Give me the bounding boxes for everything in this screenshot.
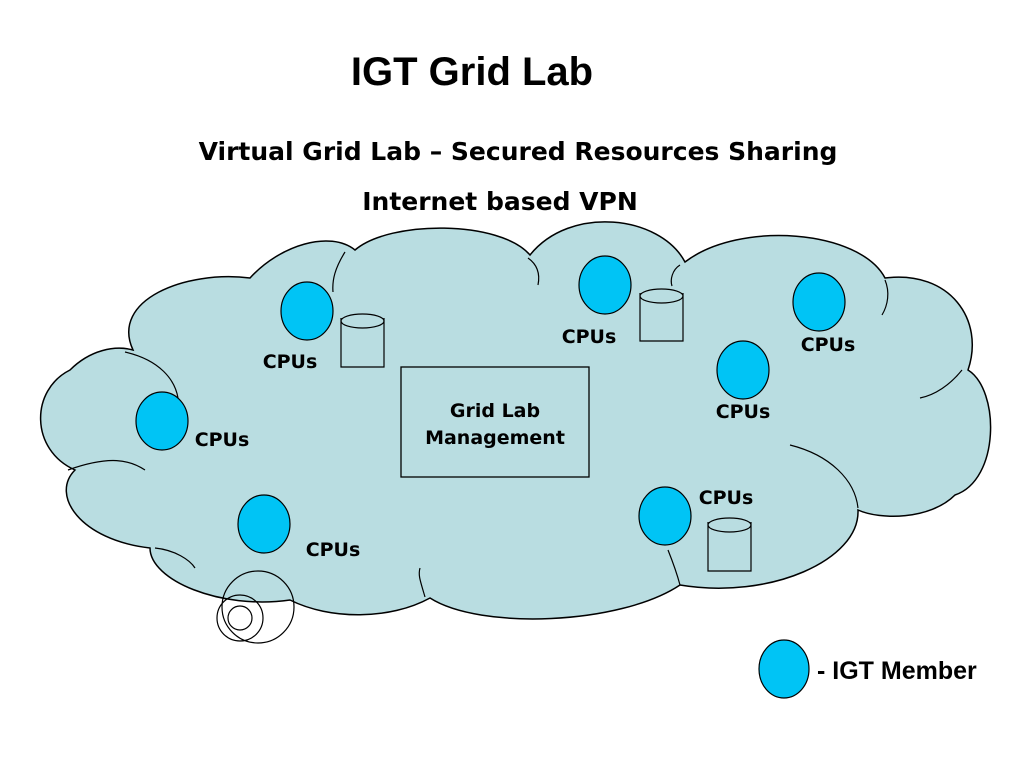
legend-member-icon [758, 639, 810, 699]
cpu-label: CPUs [801, 334, 856, 356]
cpu-node-4: CPUs [562, 255, 684, 348]
cpu-node-3: CPUs [237, 494, 361, 561]
igt-member-node [792, 272, 846, 332]
cpu-node-6: CPUs [716, 340, 771, 423]
storage-icon [340, 313, 385, 368]
legend: - IGT Member [758, 639, 977, 699]
diagram-subtitle: Virtual Grid Lab – Secured Resources Sha… [199, 137, 838, 166]
cpu-label: CPUs [716, 401, 771, 423]
cpu-label: CPUs [306, 539, 361, 561]
igt-member-node [237, 494, 291, 554]
cpu-node-7: CPUs [638, 486, 754, 572]
igt-member-node [578, 255, 632, 315]
cloud-bubbles [216, 570, 295, 644]
cpu-label: CPUs [263, 351, 318, 373]
cpu-node-1: CPUs [263, 281, 385, 373]
storage-icon [639, 288, 684, 342]
network-label: Internet based VPN [362, 187, 638, 216]
cpu-label: CPUs [195, 429, 250, 451]
grid-lab-management-box: Grid Lab Management [400, 366, 590, 478]
management-line-1: Grid Lab [450, 400, 540, 422]
igt-member-node [716, 340, 770, 400]
igt-member-node [135, 391, 189, 451]
page-title: IGT Grid Lab [351, 50, 593, 94]
cpu-node-2: CPUs [135, 391, 250, 451]
legend-label: - IGT Member [817, 657, 977, 685]
cpu-label: CPUs [562, 326, 617, 348]
management-line-2: Management [425, 427, 565, 449]
cpu-label: CPUs [699, 487, 754, 509]
storage-icon [707, 517, 752, 572]
igt-member-node [638, 486, 692, 546]
cpu-node-5: CPUs [792, 272, 856, 356]
igt-member-node [280, 281, 334, 341]
